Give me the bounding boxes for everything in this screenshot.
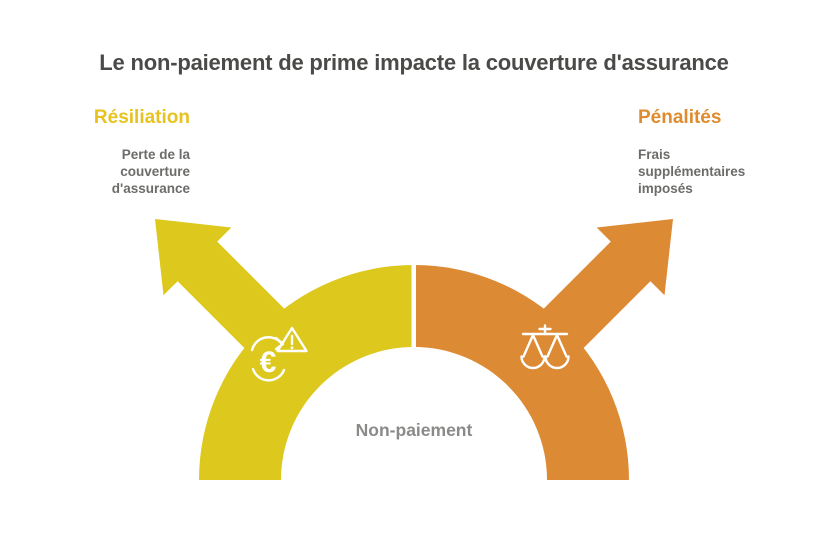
right-outcome-description-line: supplémentaires xyxy=(638,164,746,179)
left-outcome-description: Perte de la couverture d'assurance xyxy=(0,146,190,197)
right-outcome-description-line: imposés xyxy=(638,181,693,196)
euro-cycle-warning-icon: € xyxy=(250,326,308,382)
cycle-arrow-bottom xyxy=(251,367,286,382)
scales-right-hanger xyxy=(546,333,568,358)
left-outcome-block: Résiliation Perte de la couverture d'ass… xyxy=(0,107,190,197)
euro-symbol: € xyxy=(260,346,277,379)
right-outcome-description: Frais supplémentaires imposés xyxy=(638,146,828,197)
scales-of-justice-icon xyxy=(520,324,570,370)
warning-exclamation-dot xyxy=(290,346,294,350)
left-outcome-heading: Résiliation xyxy=(93,107,190,128)
warning-triangle xyxy=(276,326,308,353)
scales-right-pan xyxy=(544,355,570,370)
left-outcome-description-line: couverture xyxy=(120,164,190,179)
left-outcome-description-line: d'assurance xyxy=(111,181,190,196)
right-outcome-description-line: Frais xyxy=(638,147,671,162)
right-outcome-block: Pénalités Frais supplémentaires imposés xyxy=(638,107,828,197)
page-title: Le non-paiement de prime impacte la couv… xyxy=(99,50,729,75)
right-outcome-heading: Pénalités xyxy=(638,107,722,128)
center-label: Non-paiement xyxy=(355,420,473,440)
scales-left-pan xyxy=(520,355,546,370)
left-outcome-description-line: Perte de la xyxy=(121,147,190,162)
scales-left-hanger xyxy=(522,333,544,358)
